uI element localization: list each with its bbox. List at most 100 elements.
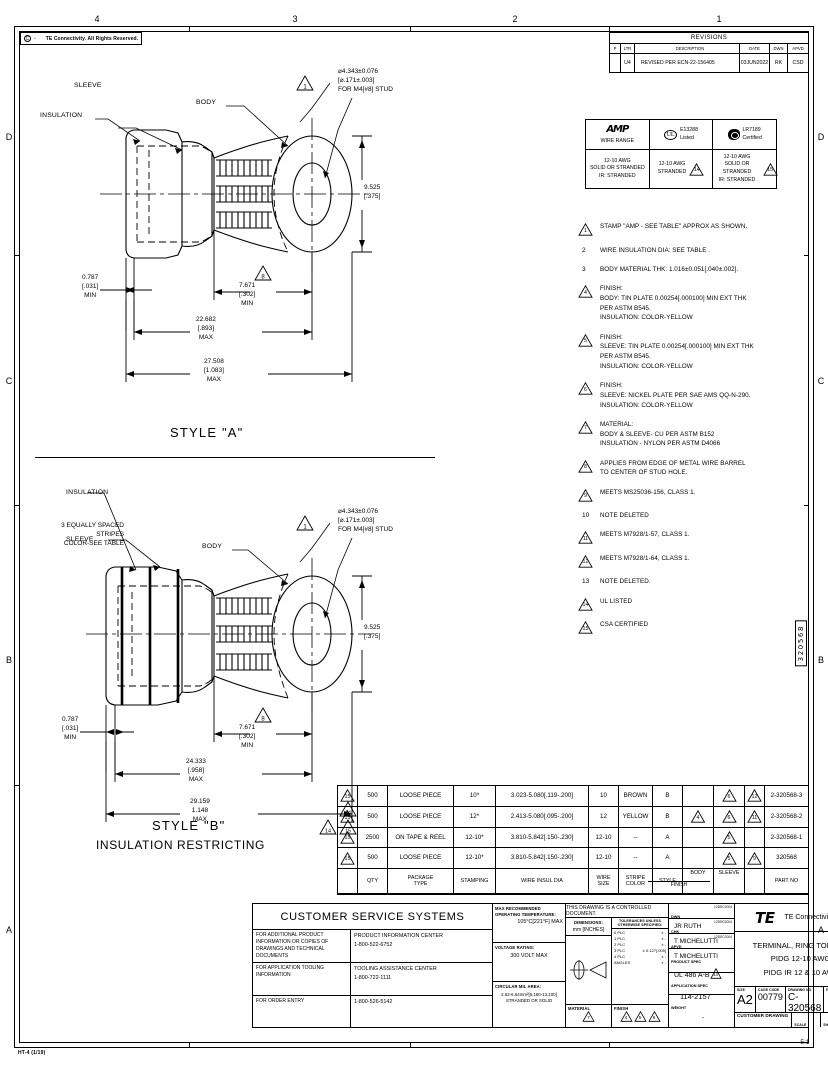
rev-header-apvd: APVD bbox=[792, 46, 804, 51]
cell-note-triangle-icon: 6 bbox=[721, 810, 737, 823]
note-triangle-num: 5 bbox=[584, 338, 587, 344]
style-b-insulation-label: INSULATION bbox=[66, 489, 109, 496]
weight-field: WEIGHT - bbox=[671, 1006, 705, 1021]
row-sleeve-finish: 6 bbox=[714, 786, 745, 806]
note-line: UL LISTED bbox=[600, 597, 633, 605]
note-number-10: 10 bbox=[582, 512, 590, 519]
css-value-tooling: TOOLING ASSISTANCE CENTER 1-800-722-1111 bbox=[354, 966, 437, 981]
finish-note-triangle-4-icon: 4 bbox=[619, 1011, 633, 1022]
style-b-geometry: 1 8 14 15 14 bbox=[80, 492, 372, 835]
tolerance-list: 0 PLC± -1 PLC± -2 PLC± -3 PLC± 0.127[.00… bbox=[612, 929, 668, 1005]
revisions-block: REVISIONS P LTR DESCRIPTION DATE DWN APV… bbox=[609, 32, 809, 73]
note-triangle-num: 1 bbox=[584, 227, 587, 234]
note-line: INSULATION: COLOR-YELLOW bbox=[600, 401, 693, 409]
wire-range-2-line1: 12-10 AWG bbox=[658, 161, 686, 168]
certification-block: AMP WIRE RANGE UL E13288 Listed LR7189 bbox=[585, 119, 778, 189]
cell-note-triangle-icon: 4 bbox=[688, 810, 708, 823]
note-number-1: 1 bbox=[578, 222, 600, 236]
row-stamping: 12-10* bbox=[454, 848, 496, 868]
product-spec-field: PRODUCT SPEC UL 486 A-B 14 bbox=[669, 949, 734, 979]
note-triangle-num: 9 bbox=[584, 493, 587, 499]
row-part-no: 2-320568-2 bbox=[770, 812, 803, 820]
ul-listed-cell: UL E13288 Listed bbox=[650, 120, 714, 149]
signatures-section: DWN 12DEC2004 JR RUTH CHK 12DEC2004 T MI… bbox=[669, 904, 735, 1027]
style-b-stripes-label: 3 EQUALLY SPACED STRIPES COLOR-SEE TABLE bbox=[61, 522, 124, 547]
note-number-2: 2 bbox=[582, 246, 586, 254]
zone-label-top-4: 4 bbox=[94, 14, 100, 24]
zone-label-left-c: C bbox=[5, 376, 13, 386]
note-line: SLEEVE: TIN PLATE 0.00254[.000100] MIN E… bbox=[600, 343, 754, 351]
copyright-symbol: C bbox=[24, 35, 31, 42]
note-number-14: 14 bbox=[578, 597, 600, 611]
note-line: PER ASTM B545. bbox=[600, 304, 651, 312]
rev-header-description: DESCRIPTION bbox=[635, 44, 740, 53]
row-part-no: 2-320568-3 bbox=[770, 792, 803, 800]
wire-range-3-line1: 12-10 AWG bbox=[723, 153, 751, 160]
copyright-dash: - bbox=[34, 35, 36, 42]
row-package-type: ON TAPE & REEL bbox=[388, 827, 454, 848]
zone-label-right-d: D bbox=[817, 132, 825, 142]
material-field: MATERIAL 7 bbox=[566, 1005, 611, 1027]
style-b-view: 1 8 14 15 14 INSULATION SLEEVE BODY 3 EQ… bbox=[0, 450, 560, 890]
csa-certified-cell: LR7189 Certified bbox=[713, 120, 776, 149]
css-label-tooling: FOR APPLICATION TOOLING INFORMATION bbox=[253, 963, 351, 995]
svg-text:1: 1 bbox=[303, 85, 307, 91]
note-number-12: 12 bbox=[578, 554, 600, 568]
style-b-barrel-dimension: 7.671 [.302] MIN bbox=[239, 724, 256, 749]
note-triangle-15-num: 15 bbox=[767, 167, 774, 173]
note-triangle-12-icon: 12 bbox=[578, 554, 593, 568]
note-triangle-num: 15 bbox=[582, 625, 589, 632]
note-number-9: 9 bbox=[578, 488, 600, 502]
style-a-barrel-dimension: 7.671 [.302] MIN bbox=[239, 282, 256, 307]
note-number-8: 8 bbox=[578, 459, 600, 479]
svg-text:14: 14 bbox=[325, 829, 331, 835]
ratings-section: MAX RECOMMENDED OPERATING TEMPERATURE: 1… bbox=[493, 904, 566, 1027]
te-company-name: TE Connectivity bbox=[784, 914, 828, 921]
header-stamping: STAMPING bbox=[454, 869, 496, 893]
style-b-hole-dimension: ⌀4.343±0.076 [⌀.171±.003] FOR M4[#8] STU… bbox=[338, 508, 393, 533]
circular-mil-area: CIRCULAR MIL AREA: 2.62-6.64mm²[5,180-13… bbox=[495, 984, 557, 1004]
note-line: FINISH: bbox=[600, 285, 623, 292]
controlled-document-section: THIS DRAWING IS A CONTROLLED DOCUMENT. D… bbox=[566, 904, 669, 1027]
wire-range-label: WIRE RANGE bbox=[600, 138, 635, 145]
svg-text:8: 8 bbox=[261, 275, 265, 281]
style-a-insulation-label: INSULATION bbox=[40, 112, 83, 119]
note-triangle-7-icon: 7 bbox=[578, 420, 593, 434]
amp-logo: AMP bbox=[606, 123, 629, 135]
customer-service-title: CUSTOMER SERVICE SYSTEMS bbox=[253, 904, 492, 930]
note-triangle-15-icon: 15 bbox=[762, 162, 778, 176]
csa-code: LR7189 bbox=[742, 127, 761, 134]
note-number-3: 3 bbox=[582, 265, 586, 273]
customer-service-section: CUSTOMER SERVICE SYSTEMS FOR ADDITIONAL … bbox=[253, 904, 493, 1027]
note-number-4: 4 bbox=[578, 284, 600, 323]
side-part-code: 320568 bbox=[795, 620, 807, 667]
row-stamping: 12* bbox=[454, 806, 496, 827]
row-stripe-color: -- bbox=[619, 848, 653, 868]
note-line: INSULATION: COLOR-YELLOW bbox=[600, 314, 693, 322]
cell-note-triangle-icon: 6 bbox=[721, 789, 737, 803]
note-triangle-num: 6 bbox=[584, 386, 587, 393]
note-line: INSULATION: COLOR-YELLOW bbox=[600, 362, 693, 370]
revisions-row: U4 REVISED PER ECN-22-156405 03JUN2022 R… bbox=[610, 54, 808, 72]
rev-header-dwn: DWN bbox=[770, 44, 788, 53]
wire-range-1-line2: SOLID OR STRANDED bbox=[589, 165, 645, 172]
cell-note-triangle-icon: 11 bbox=[747, 810, 762, 823]
row-qty: 500 bbox=[358, 786, 388, 806]
wire-range-cell-1: 12-10 AWG SOLID OR STRANDED IR: STRANDED bbox=[586, 150, 650, 188]
tolerance-line: 3 PLC± 0.127[.005] bbox=[614, 948, 666, 953]
zone-label-left-a: A bbox=[5, 925, 12, 935]
style-b-sleeve-label: SLEEVE bbox=[66, 536, 94, 543]
css-label-order-entry: FOR ORDER ENTRY bbox=[253, 995, 351, 1027]
